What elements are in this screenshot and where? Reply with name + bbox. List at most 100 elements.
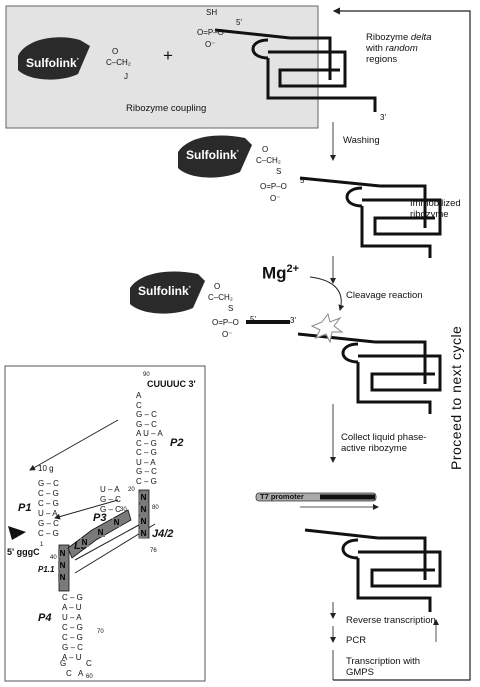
five-prime-top: 5' xyxy=(236,18,242,27)
base-pair: C – G xyxy=(38,489,59,498)
step-immobilized: Immobilized ribozyme xyxy=(410,198,461,220)
base-pair: C – G xyxy=(62,633,83,642)
carbonyl-o: O xyxy=(112,47,119,56)
clv-s: S xyxy=(228,304,234,313)
base-pair: G – C xyxy=(100,505,121,514)
three-prime-top: 3' xyxy=(380,113,386,122)
nt-30: 30 xyxy=(120,507,127,513)
sulfolink-bead-top xyxy=(18,37,90,80)
n-box: N xyxy=(58,573,67,582)
nt-70: 70 xyxy=(97,629,104,635)
base-pair: C – G xyxy=(62,623,83,632)
nt-20: 20 xyxy=(128,487,135,493)
nt-60: 60 xyxy=(86,674,93,680)
n-box: N xyxy=(139,505,148,514)
label-j42: J4/2 xyxy=(152,528,174,540)
imm-ch2: C–CH₂ xyxy=(256,156,281,165)
base-pair: C – G xyxy=(136,448,157,457)
clv-five: 5' xyxy=(250,315,256,324)
base-pair: C – G xyxy=(38,529,59,538)
n-box: N xyxy=(139,517,148,526)
label-p2: P2 xyxy=(170,437,184,449)
base-pair: U – A xyxy=(136,457,156,467)
clv-o: O xyxy=(214,282,221,291)
base-pair: A xyxy=(136,391,142,400)
n-box: N xyxy=(96,528,105,537)
n-box: N xyxy=(139,493,148,502)
cycle-return-line xyxy=(332,7,471,681)
step-washing: Washing xyxy=(343,135,380,146)
step-transcription: Transcription with GMPS xyxy=(346,656,421,678)
label-p11: P1.1 xyxy=(38,565,55,574)
base-pair: G – C xyxy=(38,479,59,488)
mg-ion: Mg2+ xyxy=(262,263,300,283)
base-pair: A – U xyxy=(62,653,82,662)
ribozyme-delta-label: Ribozyme delta with random regions xyxy=(366,32,432,65)
base-pair: G – C xyxy=(136,419,157,429)
proceed-next-cycle: Proceed to next cycle xyxy=(448,325,464,470)
coupling-label: Ribozyme coupling xyxy=(126,103,207,114)
imm-s: S xyxy=(276,167,282,176)
step-reverse-transcription: Reverse transcription xyxy=(346,615,436,626)
thiol-sh: SH xyxy=(206,8,218,17)
clv-o-minus: O⁻ xyxy=(222,330,233,339)
ribozyme-glyph-1 xyxy=(214,28,377,112)
base-pair: U – A xyxy=(62,613,82,622)
nt-1: 1 xyxy=(40,542,44,548)
phosphate-top: O=P–O xyxy=(197,28,224,37)
imm-p: O=P–O xyxy=(260,182,287,191)
mg-arrow xyxy=(309,276,345,311)
sulfolink-label-immobilized: Sulfolink* xyxy=(186,148,240,162)
sulfolink-bead-immobilized xyxy=(178,135,252,178)
loop-a: A xyxy=(78,669,84,678)
nt-90: 90 xyxy=(143,372,150,378)
sulfolink-bead-cleavage xyxy=(130,271,205,314)
ribozyme-glyph-2 xyxy=(299,176,442,258)
step-cleavage: Cleavage reaction xyxy=(346,290,423,301)
sulfolink-label-top: Sulfolink* xyxy=(26,56,80,70)
base-pair: G – C xyxy=(38,519,59,528)
base-pair: G – C xyxy=(100,495,121,504)
step-pcr: PCR xyxy=(346,635,367,646)
three-prime-tail: CUUUUC 3' xyxy=(147,379,196,389)
ribozyme-glyph-4 xyxy=(304,528,442,612)
plus-sign: + xyxy=(163,46,173,65)
n-box: N xyxy=(80,538,89,547)
base-pair: G – C xyxy=(136,410,157,419)
imm-o-minus: O⁻ xyxy=(270,194,281,203)
n-box: N xyxy=(139,529,148,538)
clv-p: O=P–O xyxy=(212,318,239,327)
base-pair: U – A xyxy=(38,509,58,518)
nt-80: 80 xyxy=(152,505,159,511)
n-box: N xyxy=(58,561,67,570)
label-p4: P4 xyxy=(38,612,52,624)
n-box: N xyxy=(112,518,121,527)
base-pair: C – G xyxy=(136,438,157,448)
step-collect: Collect liquid phase-active ribozyme xyxy=(341,432,427,454)
ch2-group: C–CH₂ xyxy=(106,58,131,67)
iodo-j: J xyxy=(124,72,128,81)
o-minus-top: O⁻ xyxy=(205,40,216,49)
loop-c-right: C xyxy=(86,659,92,668)
base-pair: A U – A xyxy=(136,429,163,438)
base-pair: C – G xyxy=(136,476,157,486)
cleavage-burst xyxy=(310,312,344,344)
base-pair: C xyxy=(136,400,142,410)
n-box: N xyxy=(58,549,67,558)
ribozyme-glyph-3 xyxy=(246,320,442,414)
cleavage-site-marker xyxy=(8,526,26,540)
nt-76: 76 xyxy=(150,548,157,554)
label-p3: P3 xyxy=(93,512,107,524)
loop-c: C xyxy=(66,669,72,678)
base-pair: U – A xyxy=(100,485,120,494)
base-pair: G – C xyxy=(62,643,83,652)
clv-three: 3' xyxy=(290,316,296,325)
imm-o: O xyxy=(262,145,269,154)
loop-g: G xyxy=(60,659,67,668)
t7-promoter-label: T7 promoter xyxy=(260,492,304,501)
five-prime-ggg: 5' gggC xyxy=(7,547,40,557)
label-p1: P1 xyxy=(18,502,32,514)
base-pair: G – C xyxy=(136,467,157,476)
sulfolink-label-cleavage: Sulfolink* xyxy=(138,284,192,298)
imm-five: 5' xyxy=(300,176,306,185)
